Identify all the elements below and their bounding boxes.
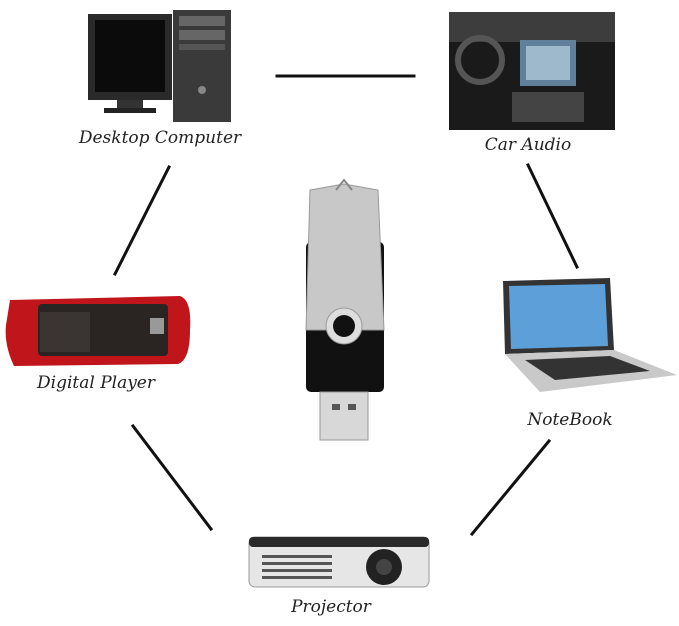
label-desktop-computer: Desktop Computer <box>78 128 242 148</box>
connector-line <box>525 162 580 270</box>
label-notebook: NoteBook <box>527 410 613 430</box>
connector-line <box>130 423 214 532</box>
digital-player-icon <box>5 296 191 366</box>
laptop-icon <box>503 278 677 392</box>
connector-line <box>112 164 172 277</box>
desktop-computer-icon <box>88 10 231 122</box>
connector-lines <box>112 74 580 537</box>
car-audio-icon <box>449 12 615 130</box>
projector-icon <box>248 536 430 588</box>
connector-line <box>469 438 552 537</box>
usb-flash-drive-icon <box>305 178 385 441</box>
label-projector: Projector <box>291 597 371 617</box>
label-digital-player: Digital Player <box>37 373 155 393</box>
label-car-audio: Car Audio <box>484 135 572 155</box>
